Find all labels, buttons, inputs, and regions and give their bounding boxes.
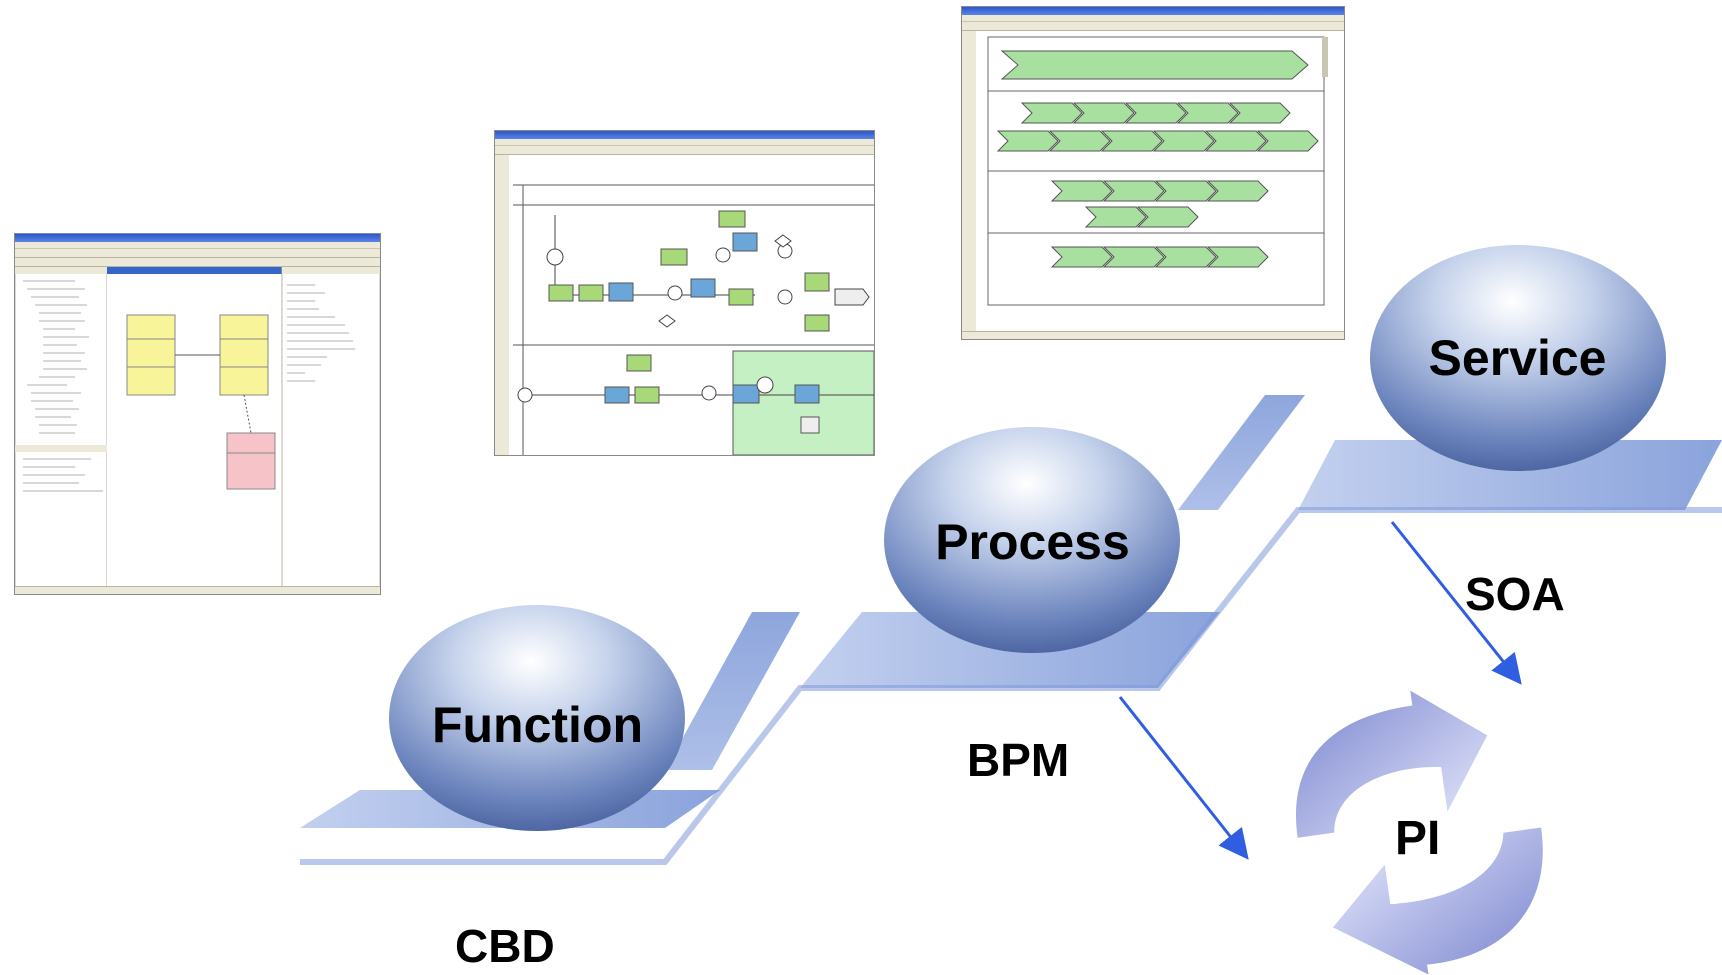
label-soa: SOA	[1465, 568, 1565, 620]
screenshot-value-chain	[961, 6, 1345, 340]
cycle-arrow-lower	[1332, 827, 1543, 975]
sphere-function	[389, 605, 685, 831]
cycle-arrow-upper	[1296, 690, 1488, 838]
riser-lower	[665, 612, 800, 770]
arrow-soa-to-pi	[1390, 521, 1522, 685]
label-pi: PI	[1395, 812, 1441, 865]
riser-middle	[1178, 395, 1305, 510]
sphere-process-label: Process	[935, 514, 1130, 570]
screenshot-process-model	[494, 130, 875, 456]
sphere-service	[1370, 245, 1666, 471]
sphere-process	[884, 427, 1180, 653]
label-bpm: BPM	[967, 734, 1070, 786]
label-cbd: CBD	[455, 920, 555, 972]
step-soa	[1298, 440, 1722, 510]
sphere-service-label: Service	[1428, 330, 1607, 386]
pi-cycle	[1296, 690, 1543, 975]
sphere-function-label: Function	[431, 697, 644, 753]
arrow-bpm-to-pi	[1118, 696, 1249, 860]
screenshot-uml-modeler	[14, 233, 381, 595]
